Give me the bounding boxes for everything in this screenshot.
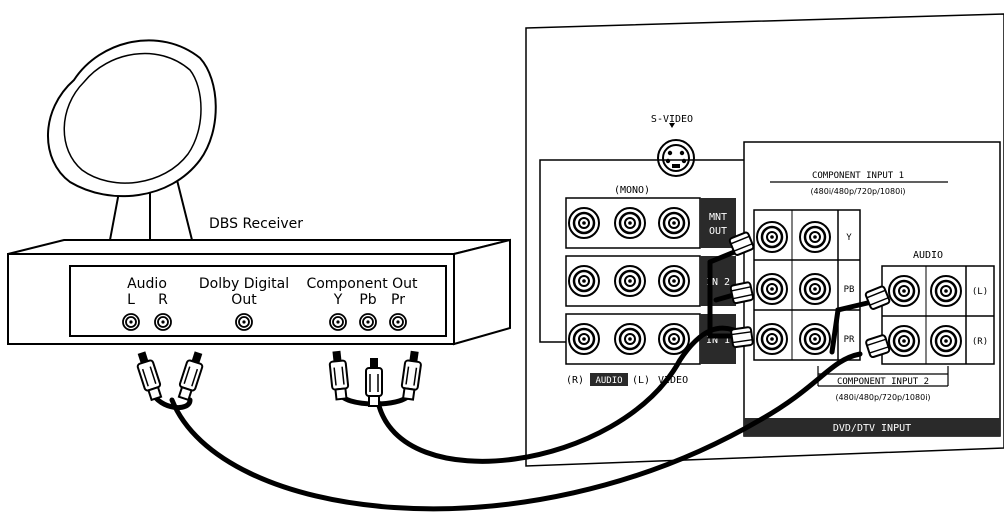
receiver-comp-pb-jack[interactable] [359, 313, 377, 331]
mnt-label: MNT [709, 212, 727, 223]
pr-label: PR [844, 335, 855, 345]
audio-r-label: (R) [566, 375, 584, 386]
receiver-audio-l-jack[interactable] [122, 313, 140, 331]
component-plug-y[interactable] [327, 349, 351, 401]
in1-label: IN 1 [706, 335, 730, 346]
component-input-1-formats: (480i/480p/720p/1080i) [810, 187, 905, 196]
audio-r-text: R [158, 292, 168, 308]
dolby-title: Dolby Digital [199, 276, 289, 292]
component-input-1-title: COMPONENT INPUT 1 [812, 171, 904, 181]
audio-label: AUDIO [595, 376, 622, 386]
pb-label: PB [844, 285, 855, 295]
audio-panel-l-label: (L) [972, 287, 988, 297]
comp1-y-jack[interactable] [755, 220, 789, 254]
dolby-out-text: Out [231, 292, 257, 308]
audio-l-text: L [127, 292, 135, 308]
audio1-r-jack[interactable] [887, 324, 921, 358]
mnt-out-video-jack[interactable] [657, 206, 691, 240]
in2-audio-r-jack[interactable] [567, 264, 601, 298]
audio-title: Audio [127, 276, 167, 292]
comp1-pr-jack[interactable] [755, 322, 789, 356]
av-input-block: (MONO) MNT OUT IN 2 IN 1 (R) AUDIO (L) V… [539, 159, 767, 386]
out-label: OUT [709, 226, 727, 237]
comp2-pr-jack[interactable] [798, 322, 832, 356]
in2-audio-l-jack[interactable] [613, 264, 647, 298]
component-input-2-title: COMPONENT INPUT 2 [837, 377, 929, 387]
dvd-dtv-input-block: DVD/DTV INPUT COMPONENT INPUT 1 (480i/48… [743, 141, 1001, 437]
in2-label: IN 2 [706, 277, 730, 288]
component-out-title: Component Out [306, 276, 418, 292]
receiver-dolby-jack[interactable] [235, 313, 253, 331]
svideo-jack[interactable]: S-VIDEO [651, 114, 695, 177]
audio-plug-l[interactable] [132, 349, 165, 402]
audio-l-label: (L) [632, 375, 650, 386]
mnt-out-audio-r-jack[interactable] [567, 206, 601, 240]
component-input-2-formats: (480i/480p/720p/1080i) [835, 393, 930, 402]
comp-pb-text: Pb [359, 292, 376, 308]
comp1-pb-jack[interactable] [755, 272, 789, 306]
audio1-l-jack[interactable] [887, 274, 921, 308]
svideo-label: S-VIDEO [651, 114, 693, 125]
tv-plug-pb[interactable] [729, 280, 755, 305]
mono-label: (MONO) [614, 185, 650, 196]
component-plug-pr[interactable] [399, 349, 424, 401]
mnt-out-audio-l-jack[interactable] [613, 206, 647, 240]
dvd-dtv-footer: DVD/DTV INPUT [833, 423, 911, 434]
audio-panel-r-label: (R) [972, 337, 988, 347]
in2-video-jack[interactable] [657, 264, 691, 298]
satellite-dish-icon [47, 39, 217, 241]
receiver-name: DBS Receiver [209, 216, 303, 232]
audio-plug-r[interactable] [175, 349, 208, 402]
in1-audio-l-jack[interactable] [613, 322, 647, 356]
audio2-l-jack[interactable] [929, 274, 963, 308]
audio2-r-jack[interactable] [929, 324, 963, 358]
receiver-audio-r-jack[interactable] [154, 313, 172, 331]
in1-audio-r-jack[interactable] [567, 322, 601, 356]
arrow-down-icon [669, 123, 675, 128]
comp-y-text: Y [333, 292, 343, 308]
component-plug-pb[interactable] [365, 357, 383, 407]
comp2-y-jack[interactable] [798, 220, 832, 254]
receiver-comp-y-jack[interactable] [329, 313, 347, 331]
dbs-receiver: DBS Receiver Audio L R Dolby Digital Out… [7, 216, 511, 346]
video-label: VIDEO [658, 375, 688, 386]
comp2-pb-jack[interactable] [798, 272, 832, 306]
y-label: Y [846, 233, 852, 243]
comp-pr-text: Pr [391, 292, 405, 308]
audio-panel-label: AUDIO [913, 250, 943, 261]
receiver-comp-pr-jack[interactable] [389, 313, 407, 331]
tv-plug-pr[interactable] [729, 325, 755, 349]
